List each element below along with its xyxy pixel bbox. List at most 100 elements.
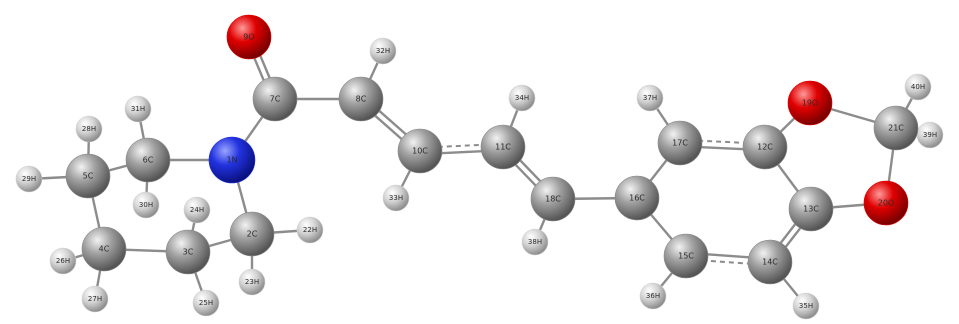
- atom-sphere-24h: [183, 196, 211, 224]
- atom-2c: 2C: [229, 211, 275, 257]
- atom-37h: 37H: [636, 84, 664, 112]
- atom-30h: 30H: [132, 191, 160, 219]
- atom-label-38h: 38H: [528, 238, 542, 246]
- atom-label-40h: 40H: [911, 83, 925, 91]
- atom-sphere-25h: [192, 289, 220, 317]
- atom-label-28h: 28H: [82, 125, 96, 133]
- atom-sphere-30h: [132, 191, 160, 219]
- atom-sphere-9o: [226, 14, 272, 60]
- atom-label-9o: 9O: [243, 33, 254, 42]
- atom-14c: 14C: [747, 239, 793, 285]
- atom-sphere-31h: [124, 95, 152, 123]
- atom-sphere-28h: [75, 115, 103, 143]
- atom-sphere-32h: [369, 37, 397, 65]
- atom-32h: 32H: [369, 37, 397, 65]
- atom-sphere-21c: [873, 105, 919, 151]
- atom-10c: 10C: [397, 128, 443, 174]
- atom-sphere-23h: [238, 268, 266, 296]
- atom-sphere-26h: [49, 247, 77, 275]
- atom-label-18c: 18C: [545, 195, 561, 204]
- atom-label-21c: 21C: [888, 124, 904, 133]
- atom-sphere-13c: [788, 186, 834, 232]
- atom-9o: 9O: [226, 14, 272, 60]
- atom-33h: 33H: [382, 184, 410, 212]
- atom-label-7c: 7C: [270, 95, 281, 104]
- atom-label-39h: 39H: [923, 131, 937, 139]
- atom-label-23h: 23H: [245, 278, 259, 286]
- atom-4c: 4C: [81, 226, 127, 272]
- atom-label-24h: 24H: [190, 206, 204, 214]
- atom-38h: 38H: [521, 228, 549, 256]
- atom-sphere-37h: [636, 84, 664, 112]
- atom-sphere-18c: [530, 176, 576, 222]
- atom-sphere-35h: [792, 292, 820, 320]
- atom-label-22h: 22H: [303, 226, 317, 234]
- atom-29h: 29H: [15, 165, 43, 193]
- atom-20o: 20O: [863, 180, 909, 226]
- atom-label-27h: 27H: [88, 295, 102, 303]
- atom-label-33h: 33H: [389, 194, 403, 202]
- atom-sphere-36h: [639, 282, 667, 310]
- atom-label-29h: 29H: [22, 175, 36, 183]
- atom-label-34h: 34H: [515, 94, 529, 102]
- atom-8c: 8C: [338, 76, 384, 122]
- atom-label-16c: 16C: [629, 194, 645, 203]
- atom-11c: 11C: [480, 124, 526, 170]
- atom-label-11c: 11C: [495, 143, 511, 152]
- atom-27h: 27H: [81, 285, 109, 313]
- atom-23h: 23H: [238, 268, 266, 296]
- atom-12c: 12C: [742, 124, 788, 170]
- atom-label-31h: 31H: [131, 105, 145, 113]
- atom-label-30h: 30H: [139, 201, 153, 209]
- atom-sphere-10c: [397, 128, 443, 174]
- atom-label-14c: 14C: [762, 258, 778, 267]
- atom-label-4c: 4C: [99, 245, 110, 254]
- atom-sphere-14c: [747, 239, 793, 285]
- atom-sphere-16c: [614, 175, 660, 221]
- atom-label-10c: 10C: [412, 147, 428, 156]
- atom-sphere-15c: [663, 233, 709, 279]
- atom-sphere-5c: [65, 153, 111, 199]
- atom-26h: 26H: [49, 247, 77, 275]
- atom-label-36h: 36H: [646, 292, 660, 300]
- atom-sphere-20o: [863, 180, 909, 226]
- atom-sphere-38h: [521, 228, 549, 256]
- atom-label-26h: 26H: [56, 257, 70, 265]
- atom-label-6c: 6C: [143, 156, 154, 165]
- atom-label-1n: 1N: [226, 156, 237, 165]
- atom-sphere-22h: [296, 216, 324, 244]
- atom-22h: 22H: [296, 216, 324, 244]
- atom-31h: 31H: [124, 95, 152, 123]
- atom-sphere-33h: [382, 184, 410, 212]
- atom-15c: 15C: [663, 233, 709, 279]
- atom-label-25h: 25H: [199, 299, 213, 307]
- atom-label-20o: 20O: [878, 199, 894, 208]
- atom-label-5c: 5C: [83, 172, 94, 181]
- atom-sphere-27h: [81, 285, 109, 313]
- atoms-layer: 22H 23H 24H 25H 26H 27H 28H 29H 30H 31H 32H 33H 34H 3…: [15, 14, 944, 320]
- atom-sphere-3c: [165, 229, 211, 275]
- atom-34h: 34H: [508, 84, 536, 112]
- atom-25h: 25H: [192, 289, 220, 317]
- atom-label-32h: 32H: [376, 47, 390, 55]
- atom-6c: 6C: [125, 137, 171, 183]
- atom-label-19o: 19O: [802, 99, 818, 108]
- atom-18c: 18C: [530, 176, 576, 222]
- atom-label-37h: 37H: [643, 94, 657, 102]
- atom-sphere-7c: [252, 76, 298, 122]
- atom-3c: 3C: [165, 229, 211, 275]
- atom-5c: 5C: [65, 153, 111, 199]
- atom-sphere-1n: [208, 136, 256, 184]
- atom-19o: 19O: [787, 80, 833, 126]
- atom-24h: 24H: [183, 196, 211, 224]
- atom-sphere-29h: [15, 165, 43, 193]
- atom-label-12c: 12C: [757, 143, 773, 152]
- atom-28h: 28H: [75, 115, 103, 143]
- atom-sphere-4c: [81, 226, 127, 272]
- atom-39h: 39H: [916, 121, 944, 149]
- atom-label-2c: 2C: [247, 230, 258, 239]
- atom-sphere-11c: [480, 124, 526, 170]
- atom-label-35h: 35H: [799, 302, 813, 310]
